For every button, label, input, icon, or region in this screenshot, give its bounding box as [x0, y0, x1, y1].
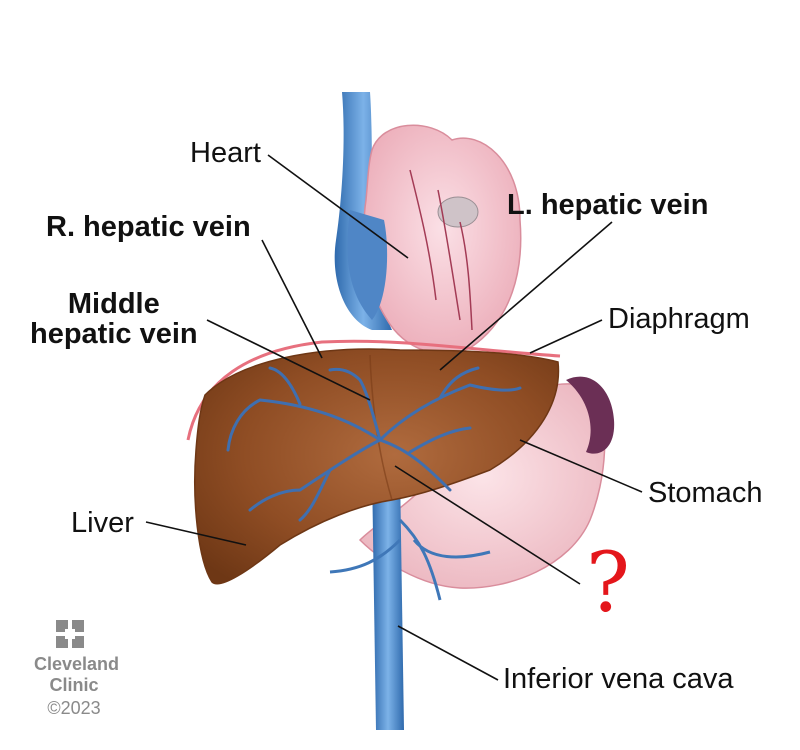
leader-lines [145, 154, 643, 681]
spleen-organ [566, 376, 615, 454]
logo-text-line2: Clinic [49, 675, 99, 695]
hepatic-veins [226, 366, 522, 522]
inferior-vena-cava-label: Inferior vena cava [503, 663, 734, 695]
liver-label: Liver [71, 507, 134, 539]
middle-hepatic-vein-label-line1: Middle [67, 288, 160, 320]
heart-organ [347, 124, 522, 355]
middle-hepatic-vein-label: Middle hepatic vein [30, 289, 198, 350]
stomach-organ [358, 383, 606, 589]
cleveland-clinic-logo: Cleveland Clinic ©2023 [34, 620, 120, 740]
right-hepatic-vein-label: R. hepatic vein [46, 211, 251, 243]
left-hepatic-vein-label: L. hepatic vein [507, 189, 709, 221]
cleveland-clinic-logo-icon [56, 620, 84, 648]
copyright-text: ©2023 [47, 698, 101, 718]
superior-vena-cava [334, 92, 392, 330]
heart-label: Heart [190, 137, 261, 169]
question-mark: ? [586, 536, 630, 631]
stomach-label: Stomach [648, 477, 763, 509]
middle-hepatic-vein-label-line2: hepatic vein [30, 318, 198, 351]
diaphragm-label: Diaphragm [608, 303, 750, 335]
logo-text-line1: Cleveland [34, 654, 120, 674]
inferior-vena-cava [329, 470, 491, 730]
